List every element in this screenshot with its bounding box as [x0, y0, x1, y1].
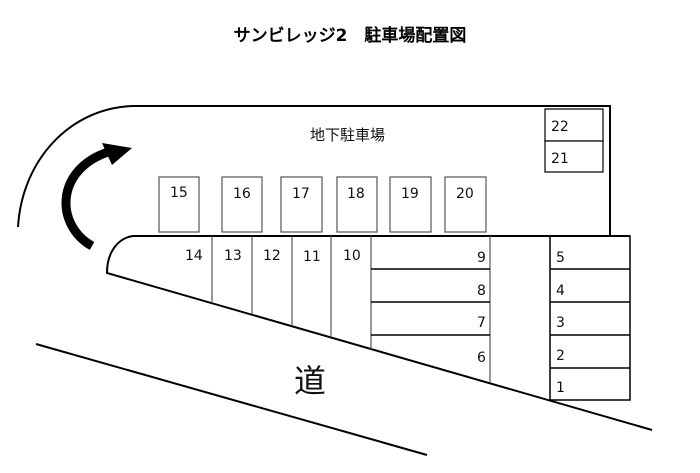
- spot-11[interactable]: 11: [303, 249, 321, 265]
- spot-number: 17: [292, 186, 310, 202]
- underground-garage-outline: [17, 105, 611, 236]
- spot-number: 20: [456, 186, 474, 202]
- spot-number: 22: [551, 119, 569, 135]
- underground-spot-19[interactable]: 19: [389, 176, 432, 233]
- building-front-edge: [105, 235, 653, 431]
- curved-arrow-icon: [61, 143, 132, 250]
- front-row-dividers: [211, 236, 491, 382]
- spot-3[interactable]: 3: [556, 315, 565, 331]
- road-label: 道: [294, 362, 326, 400]
- spot-13[interactable]: 13: [224, 248, 242, 264]
- spot-number: 15: [170, 185, 188, 201]
- spot-number: 16: [233, 186, 251, 202]
- spot-number: 18: [347, 186, 365, 202]
- spot-1[interactable]: 1: [556, 380, 565, 396]
- underground-spot-17[interactable]: 17: [280, 176, 323, 233]
- spot-12[interactable]: 12: [263, 248, 281, 264]
- spot-number: 19: [401, 186, 419, 202]
- spot-2[interactable]: 2: [556, 348, 565, 364]
- road-edge-line: [35, 343, 428, 456]
- underground-spot-16[interactable]: 16: [221, 176, 263, 233]
- spot-8[interactable]: 8: [477, 283, 486, 299]
- underground-parking-label: 地下駐車場: [310, 126, 385, 144]
- underground-spot-18[interactable]: 18: [336, 176, 378, 233]
- spot-9[interactable]: 9: [477, 250, 486, 266]
- underground-spot-15[interactable]: 15: [158, 176, 200, 233]
- middle-spots-grid: [371, 268, 490, 336]
- spot-10[interactable]: 10: [343, 248, 361, 264]
- underground-spot-21[interactable]: 21: [544, 140, 604, 173]
- spot-6[interactable]: 6: [477, 350, 486, 366]
- underground-spot-22[interactable]: 22: [544, 108, 604, 142]
- spot-number: 21: [551, 151, 569, 167]
- underground-spot-20[interactable]: 20: [444, 176, 487, 233]
- diagram-title: サンビレッジ2 駐車場配置図: [234, 25, 467, 46]
- spot-7[interactable]: 7: [477, 315, 486, 331]
- spot-4[interactable]: 4: [556, 283, 565, 299]
- right-column-grid: [549, 235, 631, 401]
- spot-5[interactable]: 5: [556, 250, 565, 266]
- spot-14[interactable]: 14: [185, 248, 203, 264]
